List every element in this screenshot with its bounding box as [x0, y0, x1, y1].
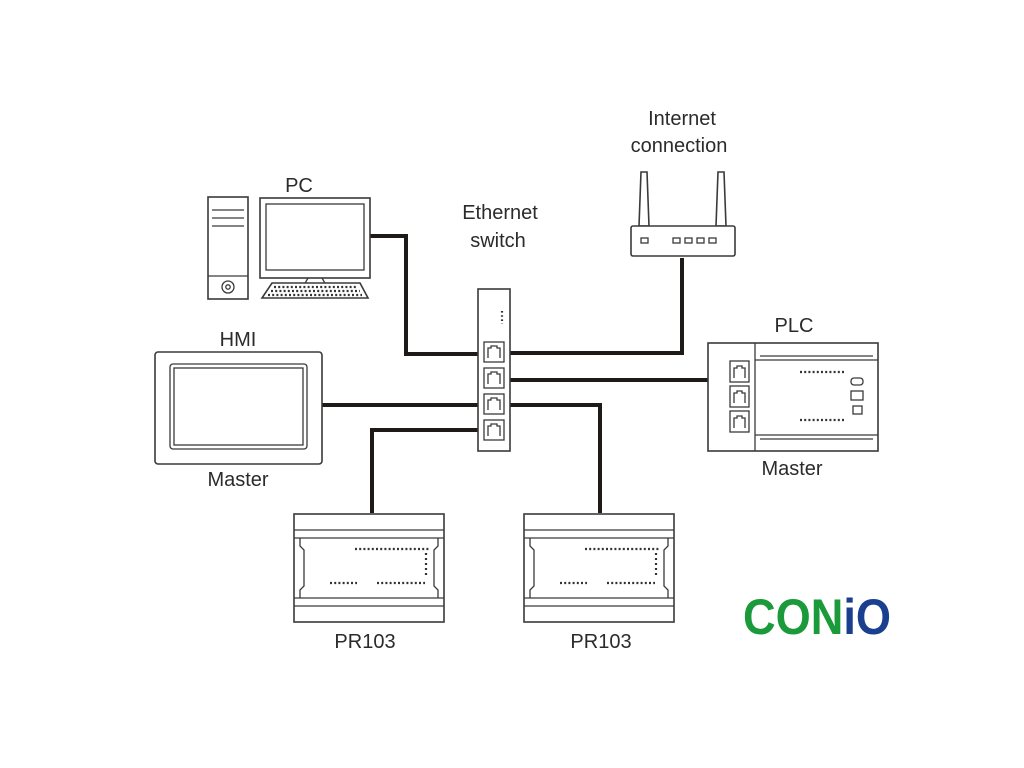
- plc-switch-icon: [850, 377, 864, 415]
- ethernet-switch-device: Ethernet switch: [462, 202, 538, 452]
- ethernet-port-icons: [483, 341, 505, 441]
- pc-label: PC: [285, 175, 313, 197]
- svg-text:CONiO: CONiO: [743, 589, 891, 645]
- pc-device: PC: [207, 175, 371, 300]
- conio-logo: CONiO: [743, 589, 891, 645]
- plc-port-icons: [729, 360, 750, 433]
- router-device: Internet connection: [630, 108, 736, 257]
- router-led-icons: [640, 237, 717, 244]
- plc-role-label: Master: [761, 458, 822, 480]
- cable-router-switch: [510, 258, 684, 355]
- logo-text-i: i: [843, 589, 856, 645]
- hmi-role-label: Master: [207, 469, 268, 491]
- pr103-module-left: PR103: [293, 513, 445, 653]
- pc-monitor: [259, 197, 371, 286]
- plc-device: PLC Master: [707, 315, 879, 480]
- internet-label-line1: Internet: [648, 108, 716, 130]
- cables: [322, 234, 708, 513]
- switch-label-line2: switch: [470, 230, 526, 252]
- logo-text-con: CON: [743, 589, 843, 645]
- pc-tower: [207, 196, 249, 300]
- pr103-right-label: PR103: [570, 631, 631, 653]
- antenna-icon: [638, 171, 727, 227]
- pr103-module-right: PR103: [523, 513, 675, 653]
- hmi-label: HMI: [220, 329, 257, 351]
- logo-text-o: O: [856, 589, 891, 645]
- cable-switch-pr103-right: [510, 403, 602, 513]
- switch-label-line1: Ethernet: [462, 202, 538, 224]
- cable-pc-switch: [370, 234, 480, 356]
- pc-keyboard: [260, 282, 370, 299]
- pr103-left-label: PR103: [334, 631, 395, 653]
- internet-label-line2: connection: [631, 135, 728, 157]
- cable-switch-pr103-left: [370, 428, 480, 513]
- hmi-device: HMI Master: [154, 329, 323, 491]
- plc-label: PLC: [775, 315, 814, 337]
